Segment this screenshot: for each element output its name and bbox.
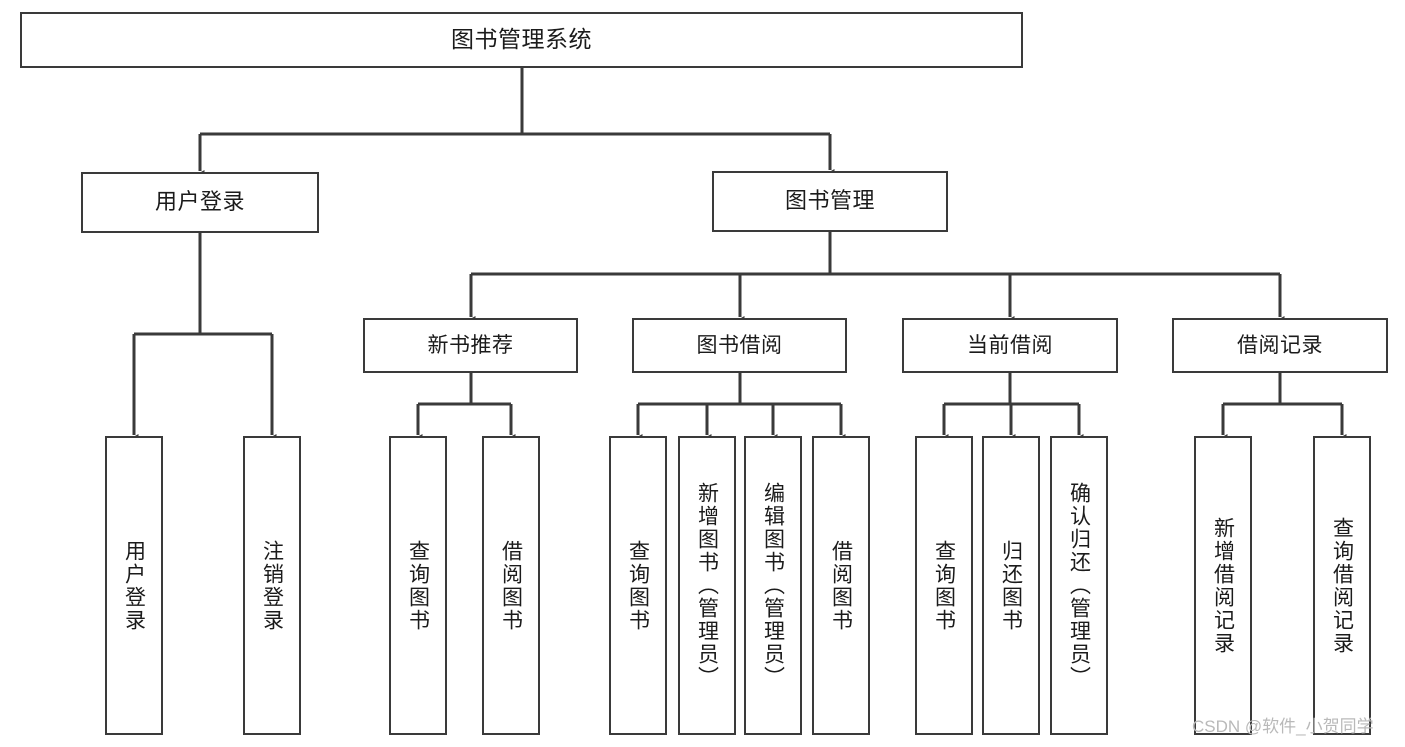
node-label: 图书管理 <box>784 188 875 214</box>
node-label: 新书推荐 <box>427 333 514 357</box>
node-leaf-rec-1[interactable]: 新增借阅记录 <box>1194 436 1252 735</box>
node-login[interactable]: 用户登录 <box>81 172 319 233</box>
node-newbook[interactable]: 新书推荐 <box>363 318 578 373</box>
node-label: 用户登录 <box>154 189 245 215</box>
node-leaf-new-2[interactable]: 借阅图书 <box>482 436 540 735</box>
node-label: 注销登录 <box>260 539 284 632</box>
node-label: 查询图书 <box>932 539 956 632</box>
node-leaf-rec-2[interactable]: 查询借阅记录 <box>1313 436 1371 735</box>
node-label: 借阅图书 <box>829 539 853 632</box>
node-label: 归还图书 <box>999 539 1023 632</box>
node-label: 图书管理系统 <box>451 26 592 53</box>
node-leaf-bor-2[interactable]: 新增图书（管理员） <box>678 436 736 735</box>
node-label: 编辑图书（管理员） <box>761 482 785 689</box>
node-current[interactable]: 当前借阅 <box>902 318 1118 373</box>
node-label: 借阅图书 <box>499 539 523 632</box>
node-label: 用户登录 <box>122 539 146 632</box>
node-label: 当前借阅 <box>967 333 1053 357</box>
node-root[interactable]: 图书管理系统 <box>20 12 1023 68</box>
node-label: 查询借阅记录 <box>1330 516 1354 655</box>
node-label: 查询图书 <box>626 539 650 632</box>
node-label: 新增借阅记录 <box>1211 516 1235 655</box>
node-label: 借阅记录 <box>1237 333 1323 357</box>
node-leaf-login-2[interactable]: 注销登录 <box>243 436 301 735</box>
node-leaf-new-1[interactable]: 查询图书 <box>389 436 447 735</box>
node-label: 确认归还（管理员） <box>1067 482 1091 689</box>
node-label: 新增图书（管理员） <box>695 482 719 689</box>
node-label: 图书借阅 <box>696 333 783 357</box>
connector-lines <box>129 68 1347 444</box>
node-leaf-cur-1[interactable]: 查询图书 <box>915 436 973 735</box>
node-label: 查询图书 <box>406 539 430 632</box>
node-records[interactable]: 借阅记录 <box>1172 318 1388 373</box>
node-leaf-login-1[interactable]: 用户登录 <box>105 436 163 735</box>
node-leaf-bor-3[interactable]: 编辑图书（管理员） <box>744 436 802 735</box>
node-bookmgmt[interactable]: 图书管理 <box>712 171 948 232</box>
node-leaf-bor-1[interactable]: 查询图书 <box>609 436 667 735</box>
node-leaf-bor-4[interactable]: 借阅图书 <box>812 436 870 735</box>
node-leaf-cur-3[interactable]: 确认归还（管理员） <box>1050 436 1108 735</box>
node-borrow[interactable]: 图书借阅 <box>632 318 847 373</box>
node-leaf-cur-2[interactable]: 归还图书 <box>982 436 1040 735</box>
